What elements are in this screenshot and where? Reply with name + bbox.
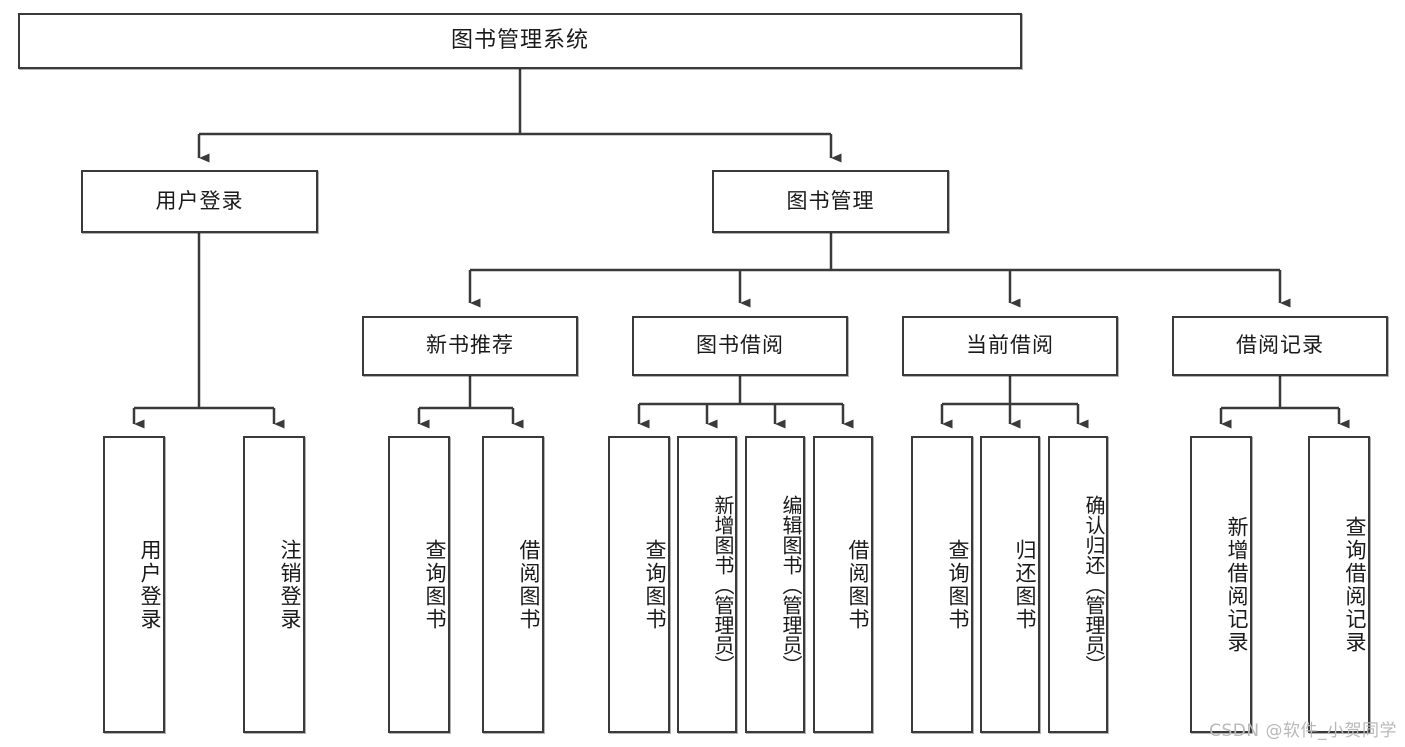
node-label: 借阅记录 bbox=[1236, 333, 1324, 358]
leaf-current-borrow-query-book[interactable]: 查询图书 bbox=[911, 436, 973, 733]
node-label: 图书管理系统 bbox=[450, 27, 589, 53]
leaf-borrow-record-query-record[interactable]: 查询借阅记录 bbox=[1308, 436, 1370, 733]
node-label: 借阅图书 bbox=[517, 538, 541, 631]
node-root-book-management-system[interactable]: 图书管理系统 bbox=[18, 13, 1022, 69]
node-label: 归还图书 bbox=[1013, 538, 1037, 631]
csdn-watermark: CSDN @软件_小贺同学 bbox=[1209, 721, 1397, 741]
leaf-book-borrow-borrow-book[interactable]: 借阅图书 bbox=[813, 436, 873, 733]
node-label: 查询图书 bbox=[423, 538, 447, 631]
node-borrow-record[interactable]: 借阅记录 bbox=[1172, 316, 1388, 376]
node-user-login[interactable]: 用户登录 bbox=[81, 170, 318, 233]
node-label: 新增借阅记录 bbox=[1225, 515, 1249, 654]
leaf-user-login-login[interactable]: 用户登录 bbox=[103, 436, 165, 733]
node-book-management[interactable]: 图书管理 bbox=[712, 170, 949, 233]
leaf-user-login-logout[interactable]: 注销登录 bbox=[243, 436, 305, 733]
leaf-current-borrow-return-book[interactable]: 归还图书 bbox=[980, 436, 1040, 733]
node-label: 确认归还（管理员） bbox=[1082, 494, 1106, 675]
node-label: 用户登录 bbox=[138, 538, 162, 631]
node-label: 查询图书 bbox=[643, 538, 667, 631]
node-label: 编辑图书（管理员） bbox=[779, 494, 803, 675]
node-current-borrow[interactable]: 当前借阅 bbox=[902, 316, 1118, 376]
node-label: 查询图书 bbox=[946, 538, 970, 631]
node-label: 图书借阅 bbox=[696, 333, 784, 358]
leaf-current-borrow-confirm-return-admin[interactable]: 确认归还（管理员） bbox=[1048, 436, 1108, 733]
leaf-book-borrow-query-book[interactable]: 查询图书 bbox=[608, 436, 670, 733]
node-label: 新书推荐 bbox=[426, 333, 514, 358]
leaf-book-borrow-edit-book-admin[interactable]: 编辑图书（管理员） bbox=[745, 436, 805, 733]
node-label: 借阅图书 bbox=[846, 538, 870, 631]
node-label: 当前借阅 bbox=[966, 333, 1054, 358]
node-label: 查询借阅记录 bbox=[1343, 515, 1367, 654]
leaf-new-book-query-book[interactable]: 查询图书 bbox=[388, 436, 450, 733]
leaf-borrow-record-add-record[interactable]: 新增借阅记录 bbox=[1190, 436, 1252, 733]
node-label: 新增图书（管理员） bbox=[711, 494, 735, 675]
leaf-new-book-borrow-book[interactable]: 借阅图书 bbox=[482, 436, 544, 733]
node-label: 用户登录 bbox=[155, 188, 244, 213]
leaf-book-borrow-add-book-admin[interactable]: 新增图书（管理员） bbox=[677, 436, 737, 733]
node-label: 图书管理 bbox=[786, 188, 875, 213]
node-label: 注销登录 bbox=[278, 538, 302, 631]
node-new-book-recommend[interactable]: 新书推荐 bbox=[362, 316, 578, 376]
node-book-borrow[interactable]: 图书借阅 bbox=[632, 316, 848, 376]
